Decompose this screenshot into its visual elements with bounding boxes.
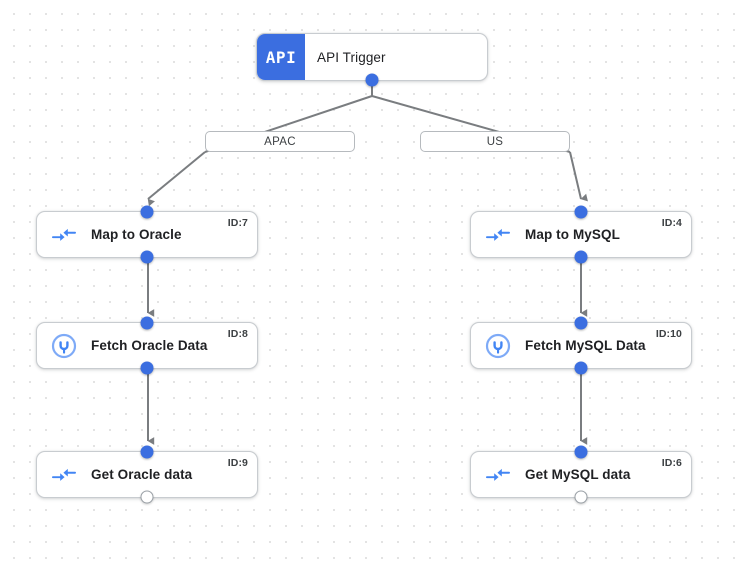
- plug-circle-icon: [51, 333, 77, 359]
- input-port[interactable]: [140, 445, 154, 459]
- node-label: Map to MySQL: [525, 227, 620, 242]
- node-label: Fetch MySQL Data: [525, 338, 646, 353]
- node-api-trigger[interactable]: API API Trigger: [256, 33, 488, 87]
- arrows-converge-icon: [51, 225, 77, 245]
- output-port-open[interactable]: [574, 490, 588, 504]
- input-port[interactable]: [574, 316, 588, 330]
- input-port[interactable]: [140, 316, 154, 330]
- node-fetch-oracle-data[interactable]: Fetch Oracle Data ID:8: [36, 316, 258, 375]
- output-port[interactable]: [140, 250, 154, 264]
- api-badge-text: API: [265, 47, 297, 67]
- api-icon: API: [257, 34, 305, 80]
- input-port[interactable]: [574, 205, 588, 219]
- output-port-open[interactable]: [140, 490, 154, 504]
- arrows-converge-icon: [51, 465, 77, 485]
- input-port[interactable]: [574, 445, 588, 459]
- node-get-mysql-data[interactable]: Get MySQL data ID:6: [470, 445, 692, 504]
- node-map-to-mysql[interactable]: Map to MySQL ID:4: [470, 205, 692, 264]
- node-map-to-oracle[interactable]: Map to Oracle ID:7: [36, 205, 258, 264]
- node-id-badge: ID:7: [227, 217, 248, 229]
- node-id-badge: ID:8: [227, 328, 248, 340]
- plug-circle-icon: [485, 333, 511, 359]
- node-label: Get MySQL data: [525, 467, 631, 482]
- node-id-badge: ID:9: [227, 457, 248, 469]
- node-id-badge: ID:4: [661, 217, 682, 229]
- edge-us-to-map-mysql: [569, 151, 588, 202]
- output-port[interactable]: [140, 361, 154, 375]
- edge-apac-to-map-oracle: [147, 151, 206, 207]
- node-api-trigger-label: API Trigger: [317, 49, 386, 65]
- branch-label-us-text: US: [486, 135, 504, 148]
- input-port[interactable]: [140, 205, 154, 219]
- arrows-converge-icon: [485, 225, 511, 245]
- output-port[interactable]: [574, 361, 588, 375]
- branch-label-apac-text: APAC: [264, 135, 296, 148]
- node-id-badge: ID:10: [655, 328, 682, 340]
- node-fetch-mysql-data[interactable]: Fetch MySQL Data ID:10: [470, 316, 692, 375]
- branch-label-us[interactable]: US: [420, 131, 570, 152]
- node-id-badge: ID:6: [661, 457, 682, 469]
- node-label: Fetch Oracle Data: [91, 338, 208, 353]
- node-label: Map to Oracle: [91, 227, 182, 242]
- branch-label-apac[interactable]: APAC: [205, 131, 355, 152]
- node-label: Get Oracle data: [91, 467, 193, 482]
- output-port[interactable]: [365, 73, 379, 87]
- node-get-oracle-data[interactable]: Get Oracle data ID:9: [36, 445, 258, 504]
- output-port[interactable]: [574, 250, 588, 264]
- arrows-converge-icon: [485, 465, 511, 485]
